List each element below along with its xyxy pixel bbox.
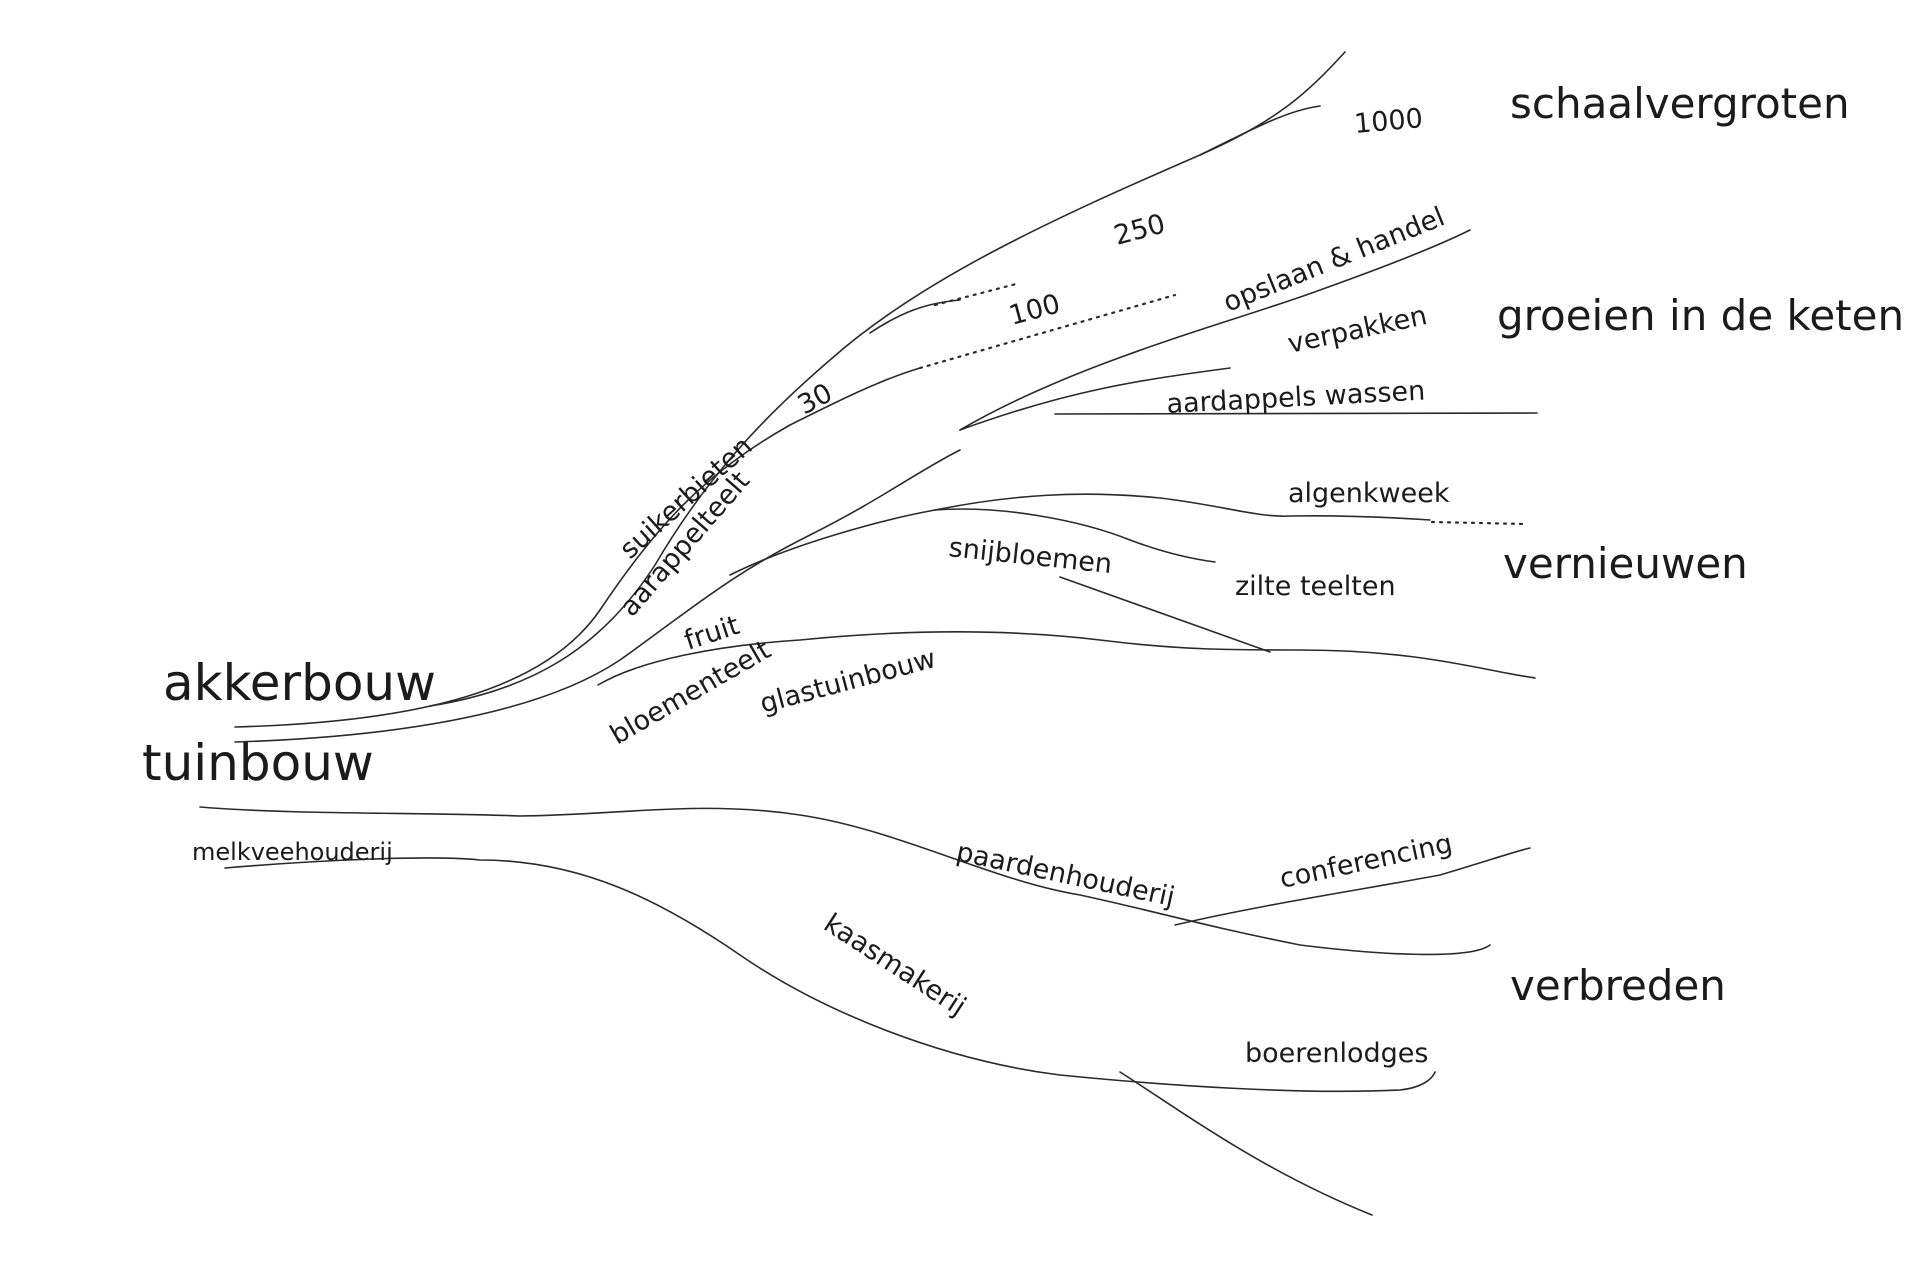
label-boerenlodges: boerenlodges — [1245, 1038, 1428, 1069]
line-zilte-teelten — [934, 508, 1216, 563]
label-tuinbouw: tuinbouw — [142, 734, 374, 792]
line-verpakken — [959, 367, 1231, 431]
line-lodges-diverge — [1119, 1071, 1373, 1216]
scale-30: 30 — [793, 378, 838, 422]
line-kaasmakerij — [224, 857, 1436, 1093]
scale-100: 100 — [1006, 288, 1064, 331]
category-schaalvergroten: schaalvergroten — [1510, 79, 1850, 128]
label-paardenhouderij: paardenhouderij — [954, 837, 1178, 914]
label-zilte-teelten: zilte teelten — [1235, 571, 1396, 602]
line-1000-branch — [1199, 105, 1321, 156]
label-algenkweek: algenkweek — [1288, 478, 1450, 509]
label-glastuinbouw: glastuinbouw — [757, 643, 939, 720]
line-aardappels-wassen — [1054, 412, 1538, 415]
label-conferencing: conferencing — [1277, 828, 1455, 895]
branch-lines — [199, 51, 1538, 1216]
line-snijbloemen — [1059, 576, 1271, 653]
line-250-stub — [869, 299, 961, 334]
category-verbreden: verbreden — [1510, 961, 1726, 1010]
line-tuinbouw-stem — [234, 449, 961, 743]
scale-1000: 1000 — [1353, 103, 1424, 140]
dots-250 — [933, 281, 1022, 307]
line-bloementeelt — [597, 630, 1536, 686]
line-opslaan-handel — [959, 229, 1471, 431]
label-opslaan-handel: opslaan & handel — [1219, 201, 1449, 318]
category-groeien-in-de-keten: groeien in de keten — [1497, 291, 1904, 340]
label-melkveehouderij: melkveehouderij — [192, 838, 393, 866]
line-aardappelteelt — [234, 367, 921, 728]
label-kaasmakerij: kaasmakerij — [818, 908, 971, 1023]
dots-algenkweek — [1430, 520, 1527, 526]
line-conferencing — [1174, 847, 1531, 926]
label-snijbloemen: snijbloemen — [947, 532, 1113, 580]
label-verpakken: verpakken — [1285, 300, 1430, 360]
category-vernieuwen: vernieuwen — [1503, 539, 1748, 588]
line-fruit — [729, 493, 1431, 576]
line-paardenhouderij — [199, 806, 1491, 956]
label-akkerbouw: akkerbouw — [163, 654, 436, 712]
scale-250: 250 — [1111, 208, 1169, 251]
